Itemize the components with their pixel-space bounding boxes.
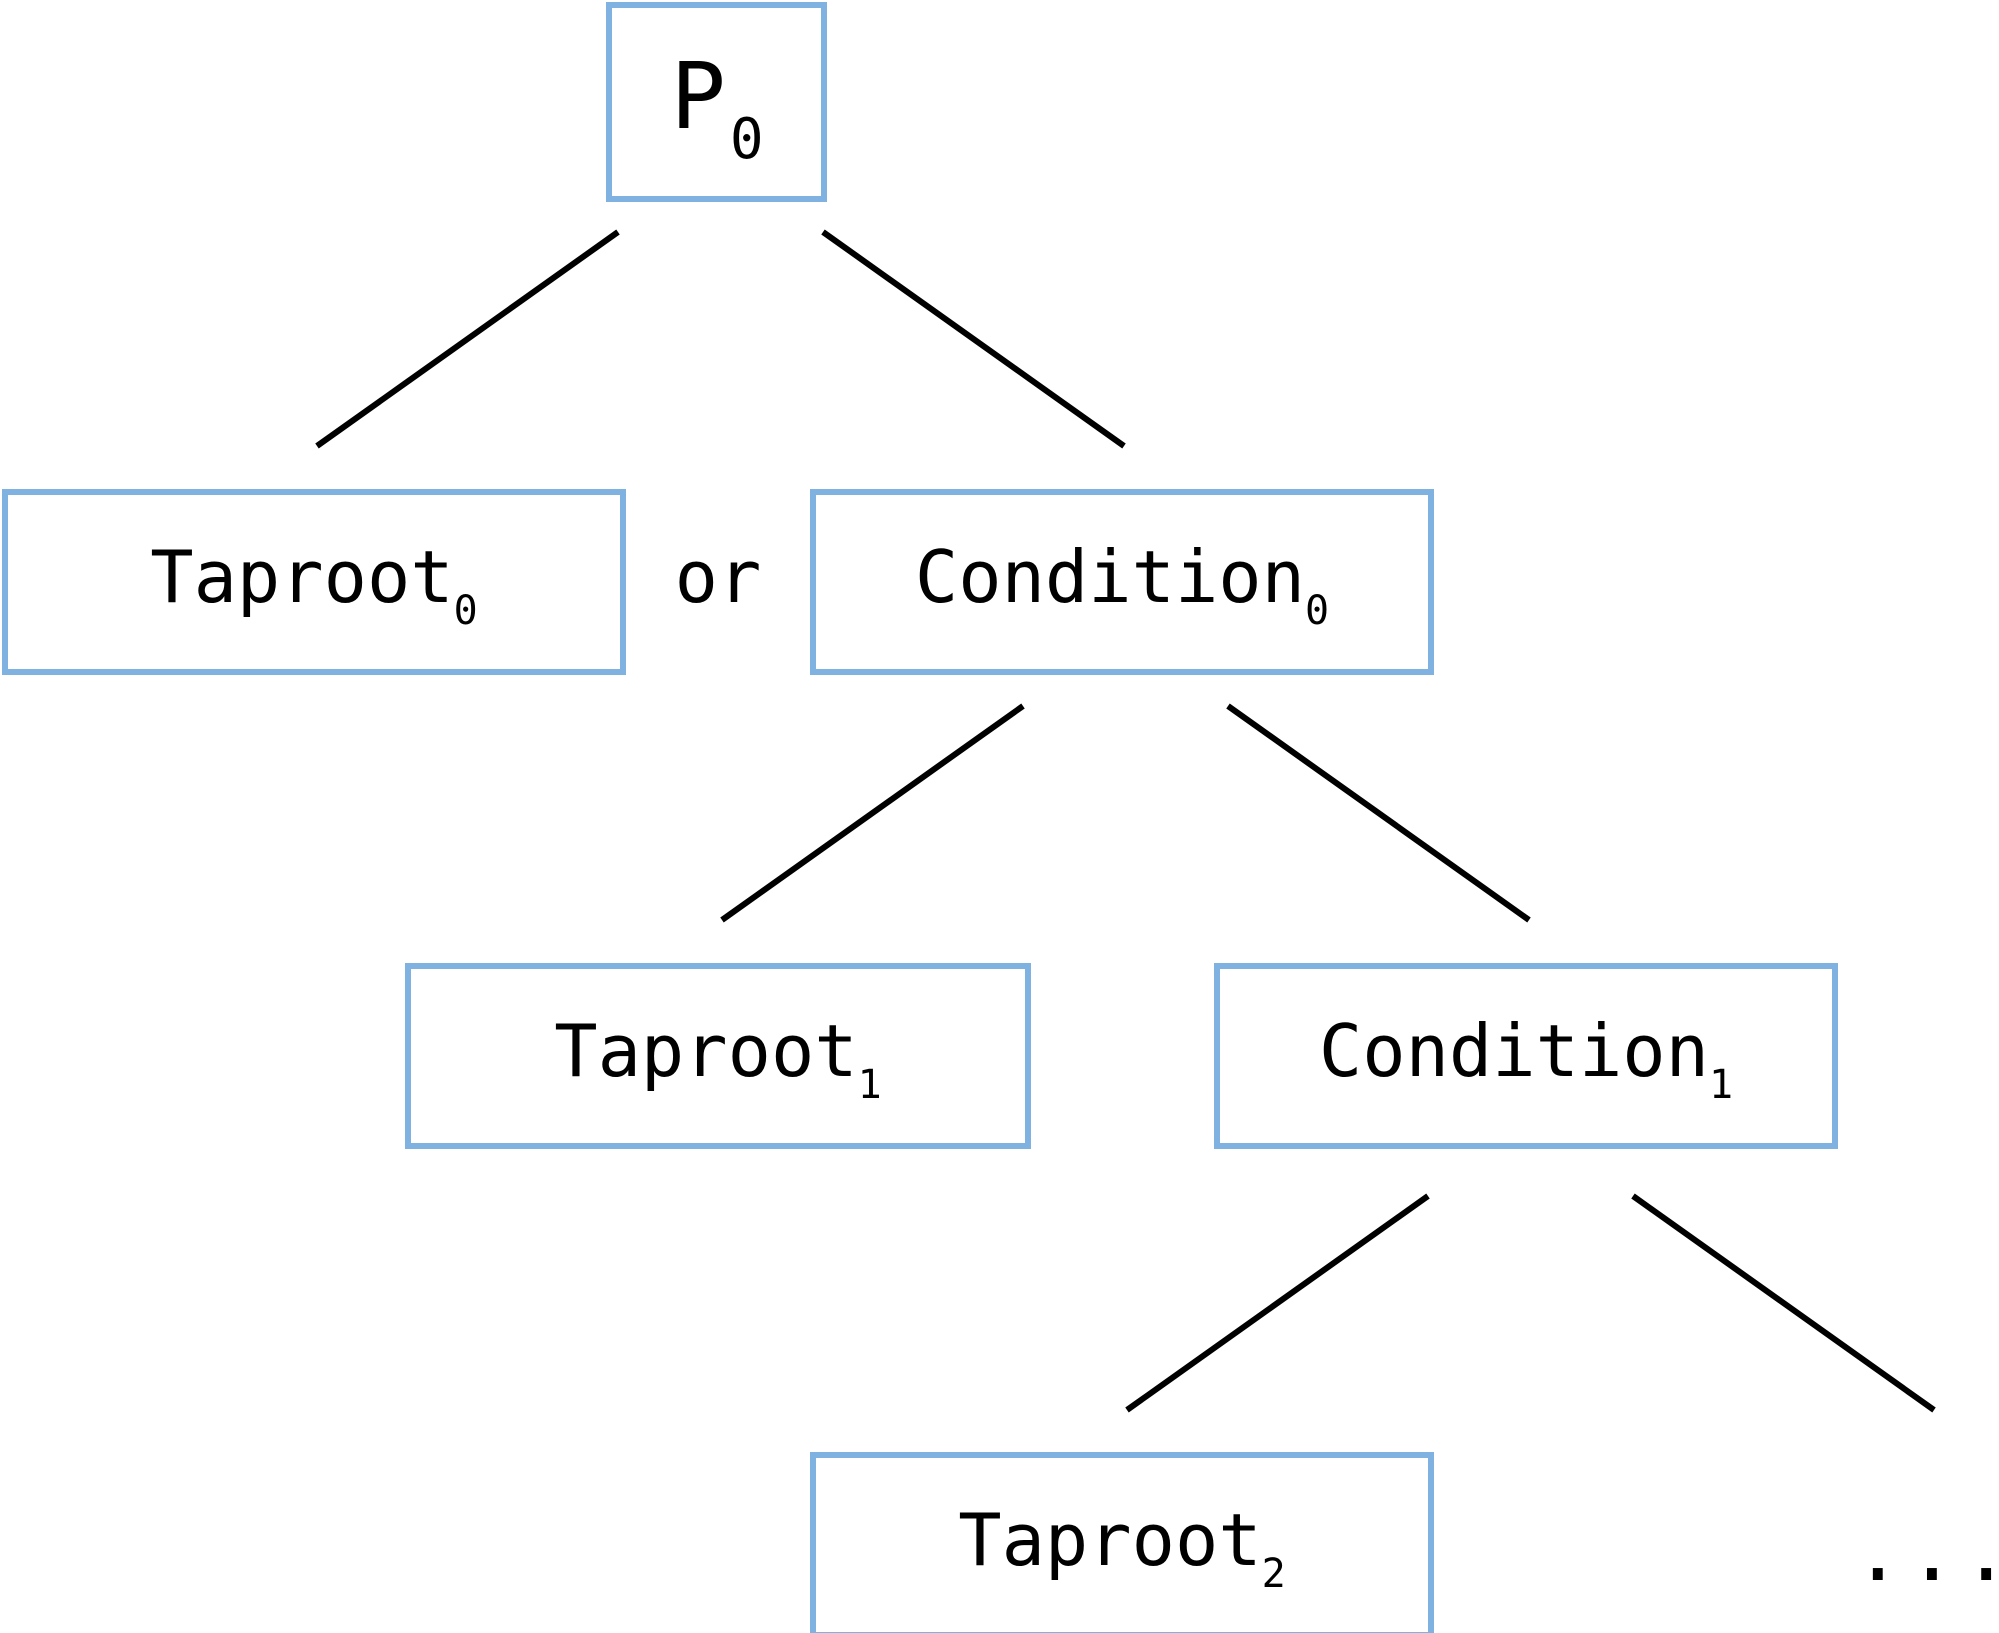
root-label: P0 xyxy=(670,43,763,172)
edge-condition-0-condition-1 xyxy=(1226,703,1531,923)
taproot-1-label: Taproot1 xyxy=(554,1009,882,1108)
condition-1-box xyxy=(1214,963,1838,1149)
edge-root-condition-0 xyxy=(821,229,1126,449)
continuation-ellipsis: ... xyxy=(1854,1506,1999,1599)
root-box xyxy=(606,2,827,202)
condition-1-label: Condition1 xyxy=(1319,1009,1733,1108)
condition-0-label: Condition0 xyxy=(915,535,1329,634)
taproot-0-box xyxy=(2,489,626,675)
taproot-2-label: Taproot2 xyxy=(958,1498,1286,1597)
edge-root-taproot-0 xyxy=(315,229,620,449)
taproot-0-label: Taproot0 xyxy=(150,535,478,634)
taproot-2-box xyxy=(810,1452,1434,1633)
edge-condition-1-continuation xyxy=(1631,1193,1936,1413)
tree-edges xyxy=(315,229,1936,1413)
or-connector: or xyxy=(675,535,762,619)
taproot-1-box xyxy=(405,963,1031,1149)
edge-condition-1-taproot-2 xyxy=(1125,1193,1430,1413)
node-boxes xyxy=(2,2,1838,1633)
condition-0-box xyxy=(810,489,1434,675)
edge-condition-0-taproot-1 xyxy=(720,703,1025,923)
